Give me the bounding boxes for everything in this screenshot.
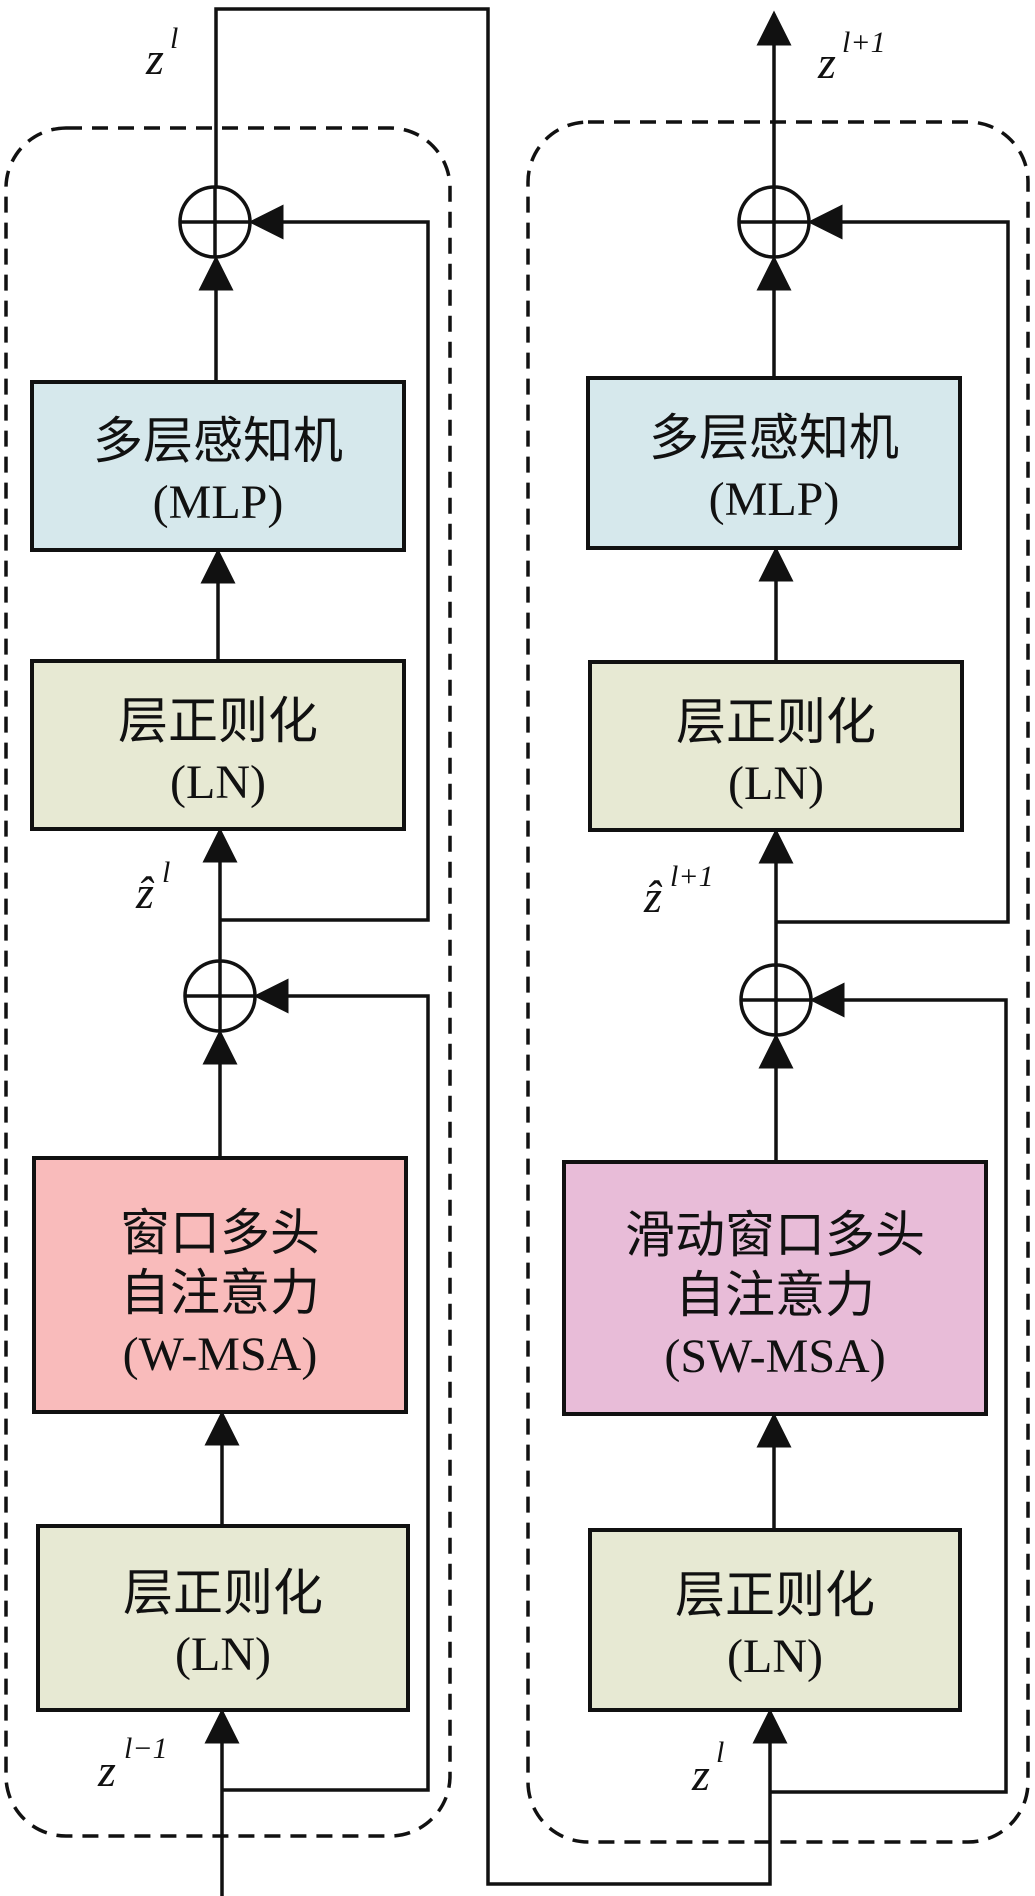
right-attention-label-3: (SW-MSA) [664,1330,885,1383]
left-ln-bottom-box [36,1524,410,1712]
left-main-arrows [198,255,240,1896]
right-mid-adder [739,963,813,1037]
left-output-label-sup: l [170,22,178,55]
right-ln-top-box [588,660,964,832]
right-ln-bottom-label-cn: 层正则化 [675,1566,875,1624]
left-attention-label-2: 自注意力 [120,1264,320,1322]
left-ln-bottom-label-en: (LN) [175,1628,271,1681]
left-output-label: z l [145,22,178,84]
right-ln-top-label-en: (LN) [728,757,824,810]
left-mlp-label-en: (MLP) [153,476,284,529]
right-main-arrows [756,10,794,1530]
right-attention-box [562,1160,988,1416]
right-ln-top-label-cn: 层正则化 [676,693,876,751]
right-output-label: z l+1 [817,26,886,88]
left-ln-bottom-label-cn: 层正则化 [123,1564,323,1622]
right-residual-2 [776,204,1010,924]
left-residual-1 [222,978,430,1792]
right-attention-label-2: 自注意力 [675,1266,875,1324]
left-input-label-sup: l−1 [124,1732,168,1765]
right-input-label-base: z [691,1749,710,1800]
left-mid-label-base: ẑ [135,867,155,918]
inter-block-connector [214,7,788,1886]
left-ln-top-label-en: (LN) [170,756,266,809]
left-top-adder [178,185,252,259]
right-block-container [526,120,1030,1844]
left-mid-adder [183,959,257,1033]
left-mid-label: ẑ l [135,856,170,918]
left-input-label: z l−1 [97,1732,168,1796]
right-mlp-label-en: (MLP) [709,473,840,526]
right-attention-label-1: 滑动窗口多头 [625,1206,925,1264]
right-ln-bottom-box [588,1528,962,1712]
right-residual-1 [770,982,1008,1794]
left-block: 多层感知机 (MLP) 层正则化 (LN) 窗口多头 自注意力 (W-MSA) … [4,22,452,1896]
right-top-adder [737,185,811,259]
left-mid-label-sup: l [162,856,170,889]
left-ln-top-box [30,659,406,831]
right-mid-label-base: ẑ [643,871,663,922]
right-output-label-sup: l+1 [842,26,886,59]
right-block: 多层感知机 (MLP) 层正则化 (LN) 滑动窗口多头 自注意力 (SW-MS… [526,10,1030,1844]
right-mid-label: ẑ l+1 [643,860,714,922]
right-output-label-base: z [817,37,836,88]
left-block-container [4,126,452,1838]
left-attention-label-1: 窗口多头 [120,1204,320,1262]
right-input-label: z l [691,1736,724,1800]
left-attention-label-3: (W-MSA) [123,1328,318,1381]
left-ln-top-label-cn: 层正则化 [118,692,318,750]
right-input-label-sup: l [716,1736,724,1769]
left-residual-2 [220,204,430,922]
right-ln-bottom-label-en: (LN) [727,1630,823,1683]
left-output-label-base: z [145,33,164,84]
left-input-label-base: z [97,1745,116,1796]
left-mlp-label-cn: 多层感知机 [93,412,343,470]
right-mid-label-sup: l+1 [670,860,714,893]
right-mlp-label-cn: 多层感知机 [649,409,899,467]
